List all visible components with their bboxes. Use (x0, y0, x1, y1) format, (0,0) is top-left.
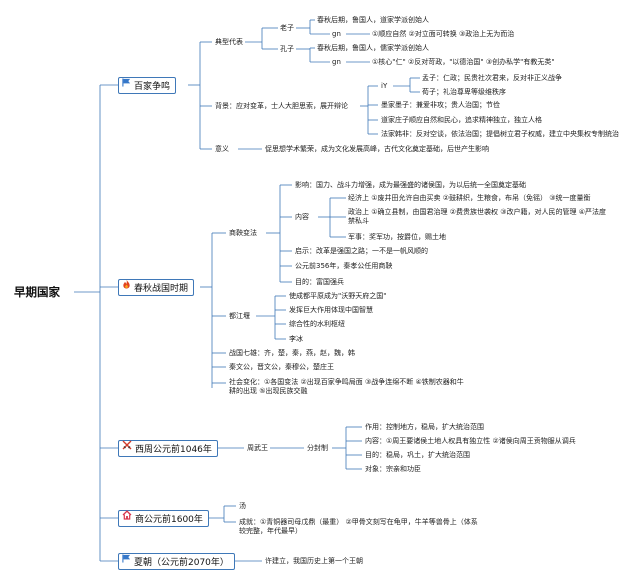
node-tang[interactable]: 汤 (239, 502, 246, 510)
node-background[interactable]: 背景：应对变革，士人大胆思索，展开辩论 (215, 102, 348, 110)
daojia-text: 道家庄子顺应自然和民心，追求精神独立，独立人格 (381, 116, 542, 124)
social-change: 社会变化：①各国变法 ②出现百家争鸣局面 ③战争连绵不断 ④铁制农器和牛耕的出现… (229, 378, 464, 395)
node-content[interactable]: 内容 (295, 213, 309, 221)
node-chunqiu[interactable]: 春秋战国时期 (118, 279, 195, 296)
kongzi-thought: ①核心"仁" ②反对苛政，"以德治国" ③创办私学"有教无类" (372, 58, 555, 66)
content-military: 军事：奖军功，按爵位，赐土地 (348, 233, 446, 241)
dujiangyan-2: 发挥巨大作用体现中国智慧 (289, 306, 373, 314)
kongzi-bio: 春秋后期，鲁国人，儒家学派创始人 (317, 44, 429, 52)
flag-icon (122, 553, 131, 570)
crossed-swords-icon (122, 440, 132, 457)
node-fenfeng[interactable]: 分封制 (307, 444, 328, 452)
node-xia[interactable]: 夏朝（公元前2070年） (118, 553, 235, 570)
dujiangyan-4: 李冰 (289, 335, 303, 343)
node-rep[interactable]: 典型代表 (215, 38, 243, 46)
node-zhouwuwang[interactable]: 周武王 (247, 444, 268, 452)
fajia-text: 法家韩非：反对空谈，依法治国；提倡树立君子权威，建立中央集权专制统治 (381, 130, 619, 138)
xunzi-text: 荀子；礼治尊卑等级维秩序 (422, 88, 506, 96)
fenfeng-target: 对象：宗亲和功臣 (365, 465, 421, 473)
node-baijia-label: 百家争鸣 (134, 82, 171, 92)
dujiangyan-3: 综合性的水利枢纽 (289, 320, 345, 328)
fenfeng-effect: 作用：控制地方，稳局，扩大统治范围 (365, 423, 484, 431)
kongzi-gn-label: gn (332, 58, 341, 66)
node-dujiangyan[interactable]: 都江堰 (229, 312, 250, 320)
shangyang-impact: 影响：国力、战斗力增强，成为最强盛的诸侯国，为以后统一全国奠定基础 (295, 181, 526, 189)
significance-text: 促思想学术繁荣，成为文化发展高峰，古代文化奠定基础，后世产生影响 (265, 145, 489, 153)
node-iy[interactable]: iY (381, 82, 388, 90)
shang-achievement: 成就：①青铜器司母戊鼎（最重） ②甲骨文刻写在龟甲，牛羊等兽骨上（体系较完整，年… (239, 518, 478, 535)
node-shang[interactable]: 商公元前1600年 (118, 510, 209, 527)
fenfeng-purpose: 目的：稳局，巩土，扩大统治范围 (365, 451, 470, 459)
node-chunqiu-label: 春秋战国时期 (134, 284, 189, 294)
shangyang-purpose: 目的：富国强兵 (295, 278, 344, 286)
node-shang-label: 商公元前1600年 (135, 515, 203, 525)
content-politics: 政治上 ①确立县制，由国君治理 ②费贵族世袭权 ③改户籍，对人民的管理 ④严法度… (348, 208, 607, 225)
laozi-gn-label: gn (332, 30, 341, 38)
xia-text: 许建立，我国历史上第一个王朝 (265, 557, 363, 565)
shangyang-lesson: 启示：改革是强国之路；一不是一帆风顺的 (295, 247, 428, 255)
node-baijia[interactable]: 百家争鸣 (118, 77, 177, 94)
node-significance[interactable]: 意义 (215, 145, 229, 153)
dujiangyan-1: 使成都平原成为"沃野天府之国" (289, 292, 387, 300)
flag-icon (122, 77, 131, 94)
node-shangyang[interactable]: 商鞅变法 (229, 229, 257, 237)
node-xizhou-label: 西周公元前1046年 (135, 445, 212, 455)
house-icon (122, 510, 132, 527)
node-kongzi[interactable]: 孔子 (280, 45, 294, 53)
root-title: 早期国家 (14, 285, 60, 299)
shangyang-year: 公元前356年，秦孝公任用商鞅 (295, 262, 393, 270)
fire-icon (122, 279, 131, 296)
node-laozi[interactable]: 老子 (280, 24, 294, 32)
fenfeng-content: 内容：①周王要诸侯土地人权具有独立性 ②诸侯向周王贡物服从调兵 (365, 437, 576, 445)
node-xia-label: 夏朝（公元前2070年） (134, 558, 229, 568)
five-hegemons: 秦文公，晋文公，秦穆公，楚庄王 (229, 363, 334, 371)
seven-states: 战国七雄：齐，楚，秦，燕，赵，魏，韩 (229, 349, 355, 357)
laozi-thought: ①顺应自然 ②对立面可转换 ③政治上无为而治 (372, 30, 515, 38)
mengzi-text: 孟子：仁政；民贵社次君来，反对非正义战争 (422, 74, 562, 82)
node-xizhou[interactable]: 西周公元前1046年 (118, 440, 218, 457)
laozi-bio: 春秋后期，鲁国人，道家学派创始人 (317, 16, 429, 24)
content-economy: 经济上 ①废井田允许自由买卖 ②鼓耕织，生粮食，布帛（免徭） ③统一度量衡 (348, 194, 591, 202)
mojia-text: 墨家墨子：兼爱非攻；贵人治国；节俭 (381, 101, 500, 109)
